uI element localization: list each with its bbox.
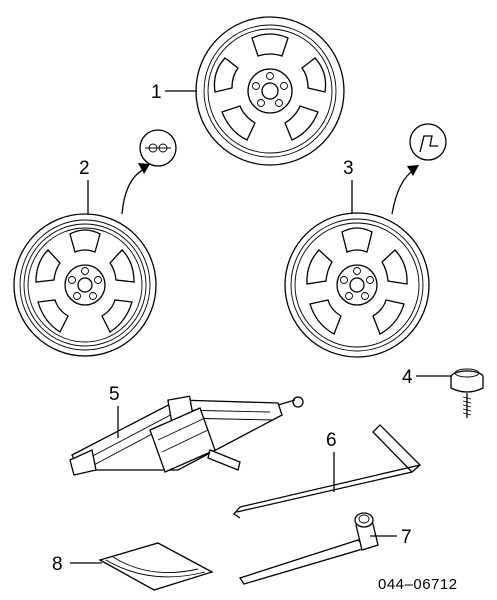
hub-cap-ornament	[450, 368, 484, 418]
callout-number-2: 2	[79, 158, 90, 179]
callout-4: 4	[402, 367, 452, 388]
callout-7: 7	[370, 527, 412, 548]
drawing-code: 044–06712	[378, 576, 458, 593]
callout-2: 2	[79, 158, 90, 214]
alloy-wheel-alt	[284, 212, 430, 358]
lug-wrench	[238, 512, 379, 585]
jack-handle	[233, 424, 422, 519]
callout-6: 6	[326, 430, 337, 492]
callout-number-6: 6	[326, 430, 337, 451]
callout-number-3: 3	[343, 158, 354, 179]
callout-3: 3	[343, 158, 354, 213]
steel-wheel	[195, 16, 345, 166]
callout-8: 8	[52, 554, 102, 575]
tool-bag	[98, 542, 214, 591]
callout-5: 5	[109, 384, 120, 438]
callout-1: 1	[151, 82, 197, 103]
scissor-jack	[69, 395, 304, 476]
wheel-lock-detail	[121, 129, 177, 215]
alloy-wheel	[13, 213, 157, 357]
callout-number-1: 1	[151, 82, 162, 103]
callout-number-4: 4	[402, 367, 413, 388]
valve-detail	[391, 123, 447, 215]
callout-number-7: 7	[401, 527, 412, 548]
callout-number-8: 8	[52, 554, 63, 575]
callout-number-5: 5	[109, 384, 120, 405]
